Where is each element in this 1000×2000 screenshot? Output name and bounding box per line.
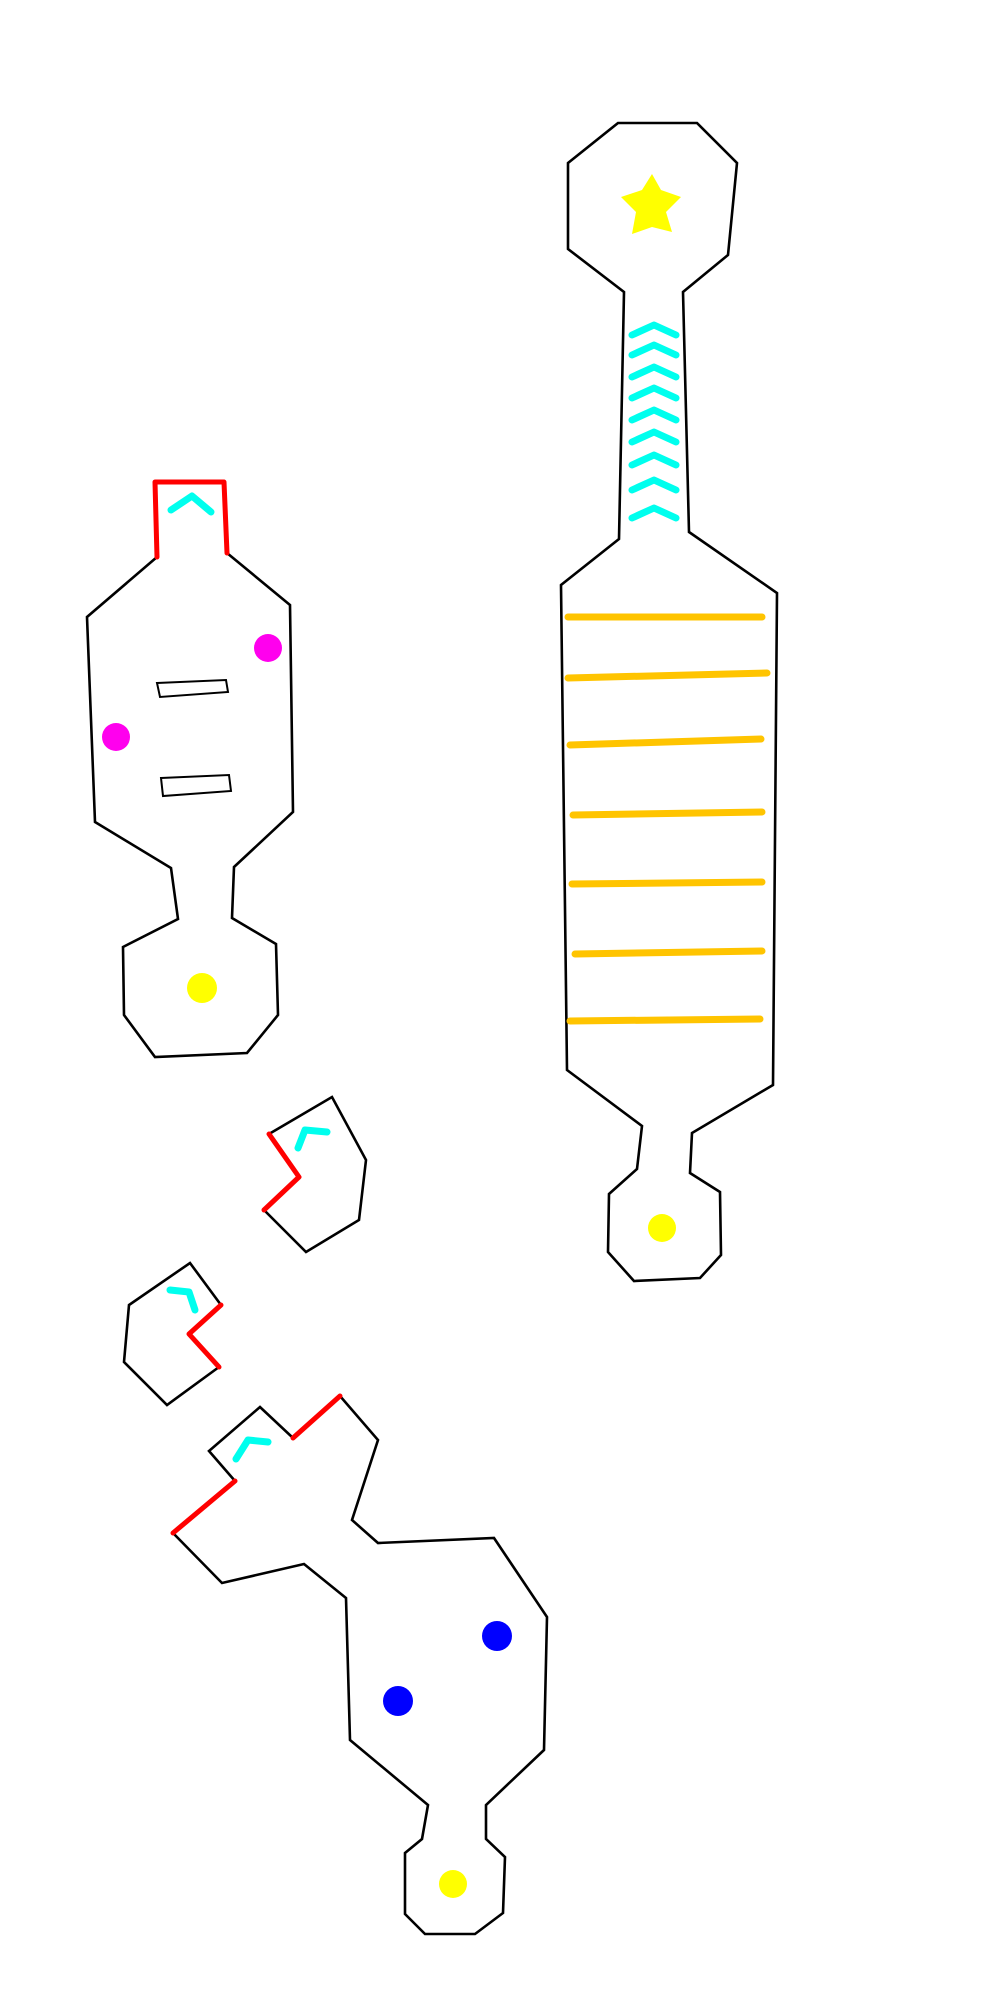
chevron xyxy=(166,1286,199,1314)
small-fragment-b xyxy=(122,1261,224,1407)
rung-7 xyxy=(566,1015,764,1025)
chevron xyxy=(167,492,215,516)
paddle-outline xyxy=(85,551,295,1059)
slot-upper xyxy=(155,678,230,699)
yellow-dot xyxy=(648,1214,676,1242)
yellow-dot xyxy=(439,1870,467,1898)
star-icon xyxy=(621,174,681,234)
chevron-9 xyxy=(628,504,680,522)
rung-2 xyxy=(564,669,771,682)
ladder-outline xyxy=(559,121,779,1283)
chevron-1 xyxy=(628,321,680,339)
slot-lower xyxy=(159,773,233,798)
tall-ladder-piece xyxy=(559,121,779,1283)
blob-outline xyxy=(171,1394,549,1936)
paddle-piece xyxy=(85,479,295,1059)
magenta-dot-left xyxy=(102,723,130,751)
red-cut-edge xyxy=(152,479,230,560)
yellow-dot xyxy=(187,973,217,1003)
chevron xyxy=(232,1436,272,1463)
chevron-3 xyxy=(628,363,680,381)
chevron-8 xyxy=(628,476,680,494)
chevron-2 xyxy=(628,341,680,359)
red-cut-edge xyxy=(261,1131,302,1213)
rung-4 xyxy=(569,808,766,819)
rung-3 xyxy=(566,735,765,749)
chevron-6 xyxy=(628,428,680,446)
blob-piece xyxy=(170,1393,549,1936)
chevron-stack xyxy=(628,321,680,522)
fragment-a-outline xyxy=(262,1095,368,1254)
chevron-5 xyxy=(628,406,680,424)
chevron-7 xyxy=(628,451,680,469)
rung-6 xyxy=(571,947,766,958)
red-cut-edge-top xyxy=(290,1393,343,1441)
blue-dot-right xyxy=(482,1621,512,1651)
blue-dot-left xyxy=(383,1686,413,1716)
chevron xyxy=(294,1126,331,1152)
fragment-b-outline xyxy=(122,1261,223,1407)
rung-stack xyxy=(564,613,771,1025)
rung-5 xyxy=(568,878,766,888)
red-cut-edge xyxy=(186,1302,224,1370)
red-cut-edge-left xyxy=(170,1478,238,1536)
magenta-dot-right xyxy=(254,634,282,662)
chevron-4 xyxy=(628,384,680,402)
small-fragment-a xyxy=(261,1095,368,1254)
